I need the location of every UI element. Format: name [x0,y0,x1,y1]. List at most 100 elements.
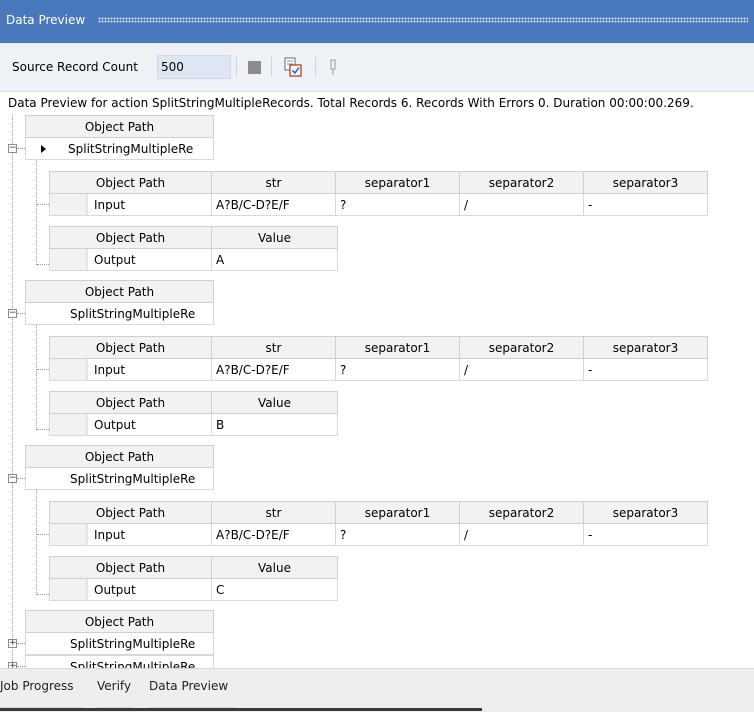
output-column-header[interactable]: Value [211,391,338,414]
expand-icon[interactable]: + [8,638,17,648]
tab-verify[interactable]: Verify [97,679,133,711]
input-cell[interactable]: - [583,193,708,216]
tree-connector [37,534,49,535]
collapse-icon[interactable]: − [8,308,17,318]
tree-connector [37,429,49,430]
column-header-object-path[interactable]: Object Path [25,115,214,138]
toolbar: Source Record Count [0,43,754,92]
output-value-cell[interactable]: B [211,413,338,436]
record-path-text: SplitStringMultipleRe [70,659,196,669]
panel-titlebar: Data Preview [0,0,754,43]
input-cell[interactable]: / [459,523,584,546]
tree-connector [17,478,25,479]
column-header-object-path[interactable]: Object Path [25,280,214,303]
input-column-header[interactable]: separator1 [335,501,460,524]
record-path-cell[interactable]: SplitStringMultipleRe [25,655,214,669]
input-column-header[interactable]: str [211,501,336,524]
input-cell[interactable]: A?B/C-D?E/F [211,193,336,216]
export-icon[interactable] [282,56,304,78]
output-column-header[interactable]: Value [211,556,338,579]
input-cell[interactable]: ? [335,523,460,546]
child-connector [36,160,37,265]
input-cell[interactable]: ? [335,358,460,381]
child-connector [36,490,37,595]
toolbar-separator [236,57,237,77]
column-header-object-path[interactable]: Object Path [25,610,214,633]
input-row-label[interactable]: Input [49,358,212,381]
input-column-header[interactable]: separator2 [459,336,584,359]
record-path-cell[interactable]: SplitStringMultipleRe [25,137,214,160]
record-path-cell[interactable]: SplitStringMultipleRe [25,302,214,325]
input-cell[interactable]: - [583,358,708,381]
bottom-tab-strip: Job Progress Verify Data Preview [0,668,754,712]
tree-connector [17,148,25,149]
tree-connector [17,666,25,667]
output-column-header[interactable]: Object Path [49,556,212,579]
output-value-cell[interactable]: A [211,248,338,271]
input-cell[interactable]: ? [335,193,460,216]
input-column-header[interactable]: str [211,171,336,194]
input-column-header[interactable]: separator1 [335,171,460,194]
collapse-icon[interactable]: − [8,473,17,483]
output-column-header[interactable]: Object Path [49,391,212,414]
collapse-icon[interactable]: − [8,143,17,153]
source-record-count-input[interactable] [157,55,231,79]
output-row-label[interactable]: Output [49,248,212,271]
output-row-label[interactable]: Output [49,413,212,436]
input-column-header[interactable]: str [211,336,336,359]
current-row-pointer-icon [41,145,46,153]
input-cell[interactable]: A?B/C-D?E/F [211,523,336,546]
expand-icon[interactable]: + [8,662,17,668]
column-header-object-path[interactable]: Object Path [25,445,214,468]
input-column-header[interactable]: separator1 [335,336,460,359]
pin-icon[interactable] [326,56,340,78]
record-path-cell[interactable]: SplitStringMultipleRe [25,632,214,655]
tree-connector [17,313,25,314]
input-row-label[interactable]: Input [49,193,212,216]
tab-label: Job Progress [0,679,74,693]
tab-data-preview[interactable]: Data Preview [149,679,235,711]
tab-label: Data Preview [149,679,229,693]
output-column-header[interactable]: Object Path [49,226,212,249]
output-column-header[interactable]: Value [211,226,338,249]
input-cell[interactable]: - [583,523,708,546]
input-cell[interactable]: / [459,193,584,216]
input-cell[interactable]: A?B/C-D?E/F [211,358,336,381]
input-column-header[interactable]: Object Path [49,501,212,524]
input-column-header[interactable]: separator3 [583,171,708,194]
input-column-header[interactable]: Object Path [49,336,212,359]
stop-icon[interactable] [248,61,261,74]
tree-connector [37,369,49,370]
input-column-header[interactable]: separator3 [583,336,708,359]
toolbar-separator [271,57,272,77]
output-row-label[interactable]: Output [49,578,212,601]
record-path-cell[interactable]: SplitStringMultipleRe [25,467,214,490]
tree-connector [37,264,49,265]
tree-connector [37,204,49,205]
record-path-text: SplitStringMultipleRe [70,306,196,321]
tab-label: Verify [97,679,132,693]
input-cell[interactable]: / [459,358,584,381]
input-row-label[interactable]: Input [49,523,212,546]
input-column-header[interactable]: Object Path [49,171,212,194]
input-column-header[interactable]: separator2 [459,501,584,524]
tree-connector [37,594,49,595]
tab-job-progress[interactable]: Job Progress [0,679,82,711]
input-column-header[interactable]: separator2 [459,171,584,194]
panel-title: Data Preview [6,13,86,27]
output-value-cell[interactable]: C [211,578,338,601]
record-path-text: SplitStringMultipleRe [70,471,196,486]
titlebar-grip[interactable] [98,17,748,23]
child-connector [36,325,37,430]
input-column-header[interactable]: separator3 [583,501,708,524]
